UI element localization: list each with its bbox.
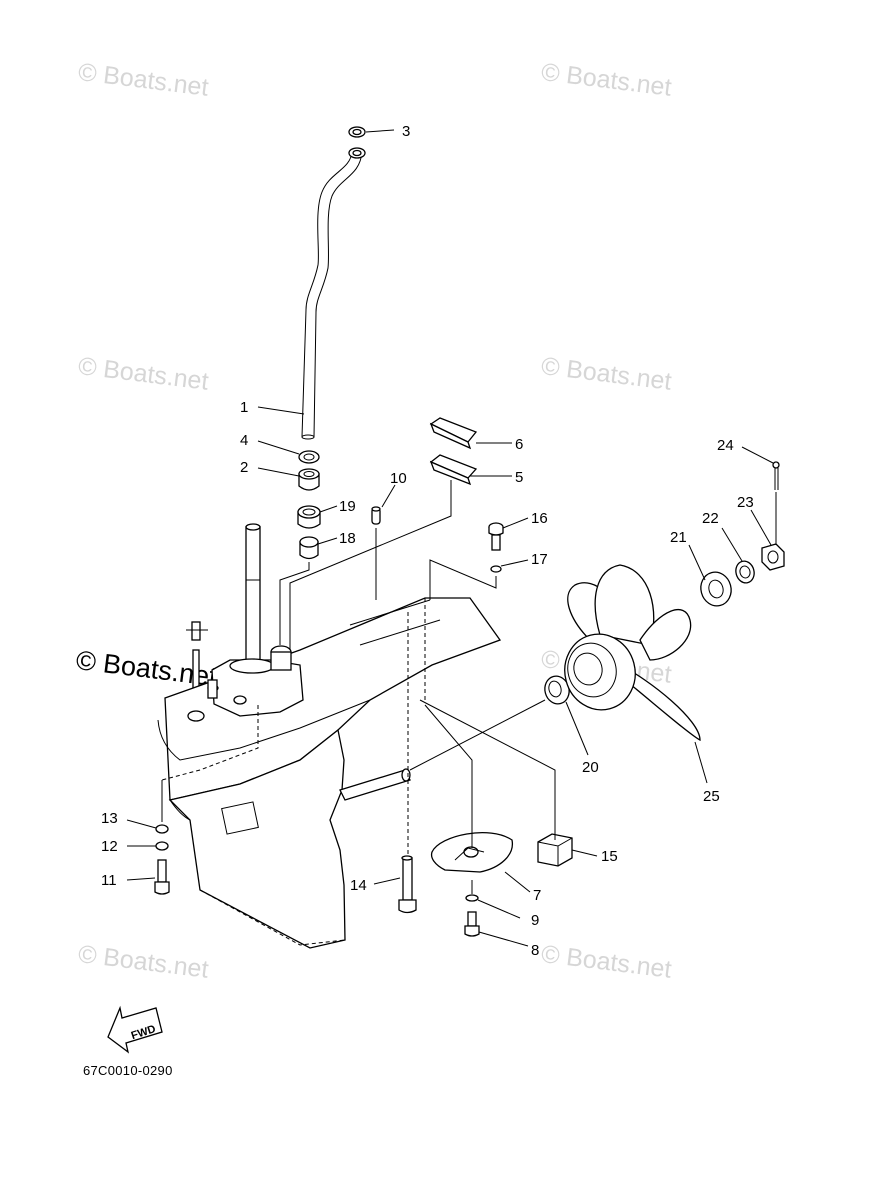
part-24-cotter-pin xyxy=(772,461,780,490)
part-15-anode xyxy=(537,833,573,867)
callout-13: 13 xyxy=(101,810,118,827)
part-8-bolt xyxy=(464,911,480,937)
drawing-code: 67C0010-0290 xyxy=(83,1063,173,1078)
part-4-grommet xyxy=(298,450,320,464)
part-21-spacer xyxy=(700,571,732,607)
callout-6: 6 xyxy=(515,436,523,453)
lower-case-housing xyxy=(157,597,502,949)
part-19-grommet xyxy=(297,505,321,529)
part-13-washer xyxy=(155,824,169,834)
callout-11: 11 xyxy=(101,872,117,889)
leader-lines xyxy=(126,129,774,947)
forward-direction-arrow: FWD xyxy=(107,1005,163,1054)
callout-25: 25 xyxy=(703,788,720,805)
callout-4: 4 xyxy=(240,432,248,449)
callout-20: 20 xyxy=(582,759,599,776)
callout-9: 9 xyxy=(531,912,539,929)
callout-17: 17 xyxy=(531,551,548,568)
callout-21: 21 xyxy=(670,529,687,546)
callout-18: 18 xyxy=(339,530,356,547)
callout-15: 15 xyxy=(601,848,618,865)
part-18-collar xyxy=(299,536,319,560)
callout-14: 14 xyxy=(350,877,367,894)
callout-10: 10 xyxy=(390,470,407,487)
callout-5: 5 xyxy=(515,469,523,486)
callout-16: 16 xyxy=(531,510,548,527)
part-9-washer xyxy=(465,894,479,902)
propeller-shaft xyxy=(339,768,411,801)
part-10-dowel-pin xyxy=(371,506,381,525)
callout-19: 19 xyxy=(339,498,356,515)
part-17-washer xyxy=(490,565,502,573)
callout-1: 1 xyxy=(240,399,248,416)
part-2-seal xyxy=(298,468,320,491)
callout-3: 3 xyxy=(402,123,410,140)
part-7-trim-tab xyxy=(430,832,513,873)
callout-22: 22 xyxy=(702,510,719,527)
callout-2: 2 xyxy=(240,459,248,476)
part-11-bolt xyxy=(154,859,170,895)
callout-numbers: 3 1 4 2 6 5 10 19 18 16 17 24 23 22 21 2… xyxy=(101,123,754,959)
callout-24: 24 xyxy=(717,437,734,454)
part-14-bolt xyxy=(398,855,417,914)
alignment-lines xyxy=(161,480,777,894)
part-22-washer xyxy=(735,560,755,584)
part-23-propeller-nut xyxy=(761,543,785,571)
drive-shaft xyxy=(245,523,261,668)
part-12-washer xyxy=(155,841,169,851)
callout-7: 7 xyxy=(533,887,541,904)
part-1-water-tube xyxy=(301,147,366,440)
callout-23: 23 xyxy=(737,494,754,511)
callout-12: 12 xyxy=(101,838,118,855)
part-25-propeller xyxy=(564,564,701,742)
callout-8: 8 xyxy=(531,942,539,959)
part-5-pad xyxy=(429,454,478,486)
part-16-bolt xyxy=(488,522,504,551)
part-6-pad xyxy=(429,417,478,450)
